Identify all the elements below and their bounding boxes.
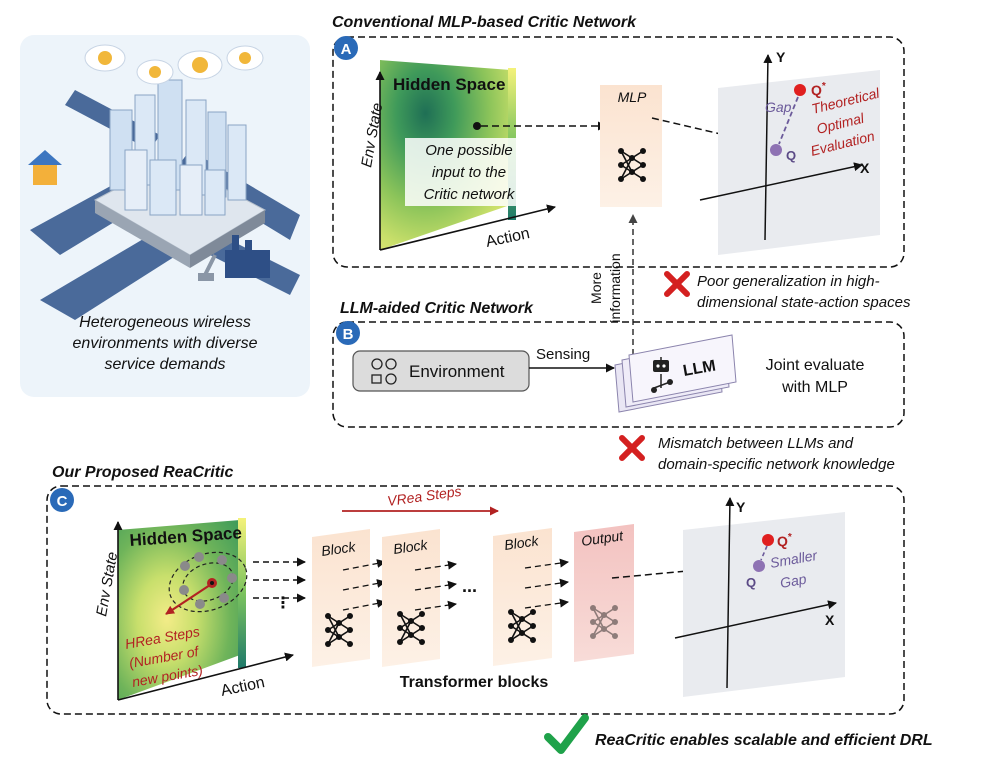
blocks-ellipsis: ... [462,576,477,596]
environment-label: Environment [409,362,505,381]
block-1-to-2-arrows [342,559,386,611]
panel-c-q-star-label: Q* [777,532,792,549]
panel-a-cross-icon [664,271,690,297]
panel-b-cross-icon [619,435,645,461]
panel-c-eval-plane [683,512,845,697]
panel-a-input-note-line-3: Critic network [424,186,516,203]
check-icon [544,714,589,754]
panel-b-critique-line-1: Mismatch between LLMs and [658,435,854,452]
panel-c-env-state-label: Env State [93,551,121,618]
panel-c: Our Proposed ReaCritic C Hidden Space En… [46,464,905,715]
transformer-block-1: Block [312,529,370,667]
panel-a-gap-label: Gap [765,99,792,115]
more-information-line-2: information [607,253,623,322]
panel-c-title: Our Proposed ReaCritic [52,464,233,481]
city-caption-line-3: service demands [105,356,226,373]
panel-c-q-label: Q [746,575,756,590]
conclusion: ReaCritic enables scalable and efficient… [544,714,933,754]
city-panel: Heterogeneous wireless environments with… [20,35,310,397]
panel-a-x-axis [379,204,556,251]
panel-c-gap-line-2: Gap [779,571,808,591]
panel-a-title: Conventional MLP-based Critic Network [332,14,637,31]
panel-a-badge [334,36,358,60]
block-2-to-ellipsis-arrows [414,560,457,611]
hrea-arrow [165,584,211,615]
panel-a-mlp-label: MLP [618,89,647,105]
environment-icon [371,358,397,385]
panel-c-plot-x-label: X [825,612,835,628]
panel-a-gap-line [778,96,799,145]
panel-a-q-point [770,144,782,156]
input-ellipsis-vertical: ⋮ [275,595,291,612]
panel-b-badge [336,321,360,345]
panel-b-frame [332,321,905,428]
panel-a-plot-y-axis [763,54,773,241]
panel-a-critique-line-2: dimensional state-action spaces [697,294,911,311]
panel-a-input-point [473,122,481,130]
panel-b-critique-line-2: domain-specific network knowledge [658,456,895,473]
city-illustration [28,44,300,320]
panel-a-eval-plane [718,70,880,255]
panel-c-plot-x-axis [674,600,837,639]
panel-c-hidden-space-heatmap [118,520,240,700]
panel-c-frame [46,485,905,715]
transformer-block-2: Block [382,529,440,667]
output-label: Output [580,527,625,549]
panel-a-critique: Poor generalization in high- dimensional… [664,271,911,311]
panel-a-hidden-space-label: Hidden Space [393,75,505,94]
panel-a-input-note-line-2: input to the [432,164,506,181]
conclusion-text: ReaCritic enables scalable and efficient… [595,732,933,749]
block-1-label: Block [320,538,357,559]
panel-a-action-label: Action [484,225,531,251]
panel-b-badge-letter: B [343,326,354,343]
panel-a-input-note-line-1: One possible [425,142,513,159]
panel-c-action-label: Action [219,674,266,700]
block-3-label: Block [503,532,540,553]
city-caption-line-2: environments with diverse [73,335,258,352]
sensing-label: Sensing [536,346,590,363]
panel-c-input-arrows [253,557,306,603]
panel-c-plot-y-label: Y [736,499,746,515]
panel-a-plot-x-axis [699,162,863,201]
output-block: Output [574,524,634,662]
panel-a-mlp-block [600,85,662,207]
joint-note-line-2: with MLP [781,379,848,396]
panel-a-q-label: Q [786,148,796,163]
panel-c-plot-y-axis [725,497,735,689]
panel-c-x-axis [117,652,294,701]
panel-a: Conventional MLP-based Critic Network A … [332,14,905,268]
panel-a-plot-x-label: X [860,160,870,176]
more-information-link: More information [588,214,638,355]
output-to-plot-arrow [611,561,753,579]
panel-a-frame [332,36,905,268]
panel-b-title: LLM-aided Critic Network [340,300,534,317]
environment-box [352,350,530,392]
panel-b-critique: Mismatch between LLMs and domain-specifi… [619,435,895,473]
block-2-label: Block [392,536,429,557]
panel-a-badge-letter: A [341,41,352,58]
panel-a-q-star-label: Q* [811,81,826,98]
llm-robot-icon [651,357,673,393]
transformer-block-3: Block [493,528,552,666]
panel-c-q-point [753,560,765,572]
panel-a-q-star-point [794,84,806,96]
panel-c-badge [50,488,74,512]
llm-stack: LLM [614,334,737,413]
city-caption-line-1: Heterogeneous wireless [79,314,251,331]
more-information-line-1: More [588,272,604,304]
joint-note-line-1: Joint evaluate [766,357,865,374]
panel-b: LLM-aided Critic Network B Environment S… [332,300,905,428]
panel-a-plot-y-label: Y [776,49,786,65]
panel-a-critique-line-1: Poor generalization in high- [697,273,880,290]
panel-c-q-star-point [762,534,774,546]
panel-a-input-note-box [405,138,533,206]
panel-c-sample-points [168,551,248,613]
panel-c-gap-line [760,545,768,561]
panel-c-colorbar [238,518,246,668]
transformer-blocks-label: Transformer blocks [400,674,549,691]
panel-c-badge-letter: C [57,493,68,510]
llm-label: LLM [682,357,717,379]
block-3-to-output-arrows [524,558,569,609]
